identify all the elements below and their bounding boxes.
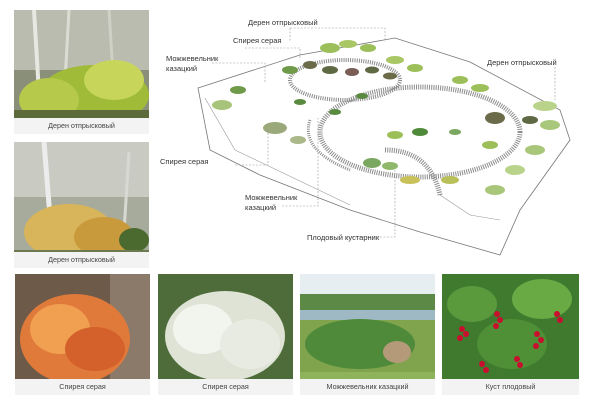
label-deren-top: Дерен отпрысковый (248, 18, 318, 27)
photo-deren-1-image (14, 10, 149, 134)
photo-caption: Спирея серая (158, 379, 293, 395)
photo-spirea-orange: Спирея серая (15, 274, 150, 395)
photo-deren-2: Дерен отпрысковый (14, 142, 149, 268)
shrub-group-center (387, 112, 538, 149)
photo-deren-1: Дерен отпрысковый (14, 10, 149, 134)
shrub-group-spirea-left (212, 100, 306, 144)
terrace-edge (204, 97, 351, 206)
site-outline (197, 37, 571, 256)
path-branch (384, 147, 443, 196)
photo-spirea-white-image (158, 274, 293, 395)
path-branch (307, 119, 351, 172)
shrub-group-juniper (230, 66, 368, 115)
photo-currant-image (442, 274, 579, 395)
label-juniper-top-2: казацкий (166, 64, 197, 73)
garden-plan: Дерен отпрысковый Спирея серая Можжевель… (160, 18, 571, 256)
leader-lines (212, 27, 556, 238)
upper-path (288, 58, 402, 102)
photo-caption: Дерен отпрысковый (14, 118, 149, 134)
photo-deren-2-image (14, 142, 149, 268)
label-fruit-shrub: Плодовый кустарник (307, 233, 380, 242)
photo-caption: Дерен отпрысковый (14, 252, 149, 268)
label-spirea-left: Спирея серая (160, 157, 208, 166)
photo-spirea-white: Спирея серая (158, 274, 293, 395)
shrub-group-fruit (363, 158, 459, 184)
photo-juniper-image (300, 274, 435, 395)
label-juniper-bottom-1: Можжевельник (245, 193, 298, 202)
photo-currant: Куст плодовый (442, 274, 579, 395)
shrub-group-dark (303, 61, 397, 80)
label-juniper-top-1: Можжевельник (166, 54, 219, 63)
photo-caption: Спирея серая (15, 379, 150, 395)
photo-juniper: Можжевельник казацкий (300, 274, 435, 395)
terrace-edge (439, 194, 501, 221)
circular-path (317, 84, 523, 180)
label-spirea-top: Спирея серая (233, 36, 281, 45)
photo-caption: Куст плодовый (442, 379, 579, 395)
label-deren-right: Дерен отпрысковый (487, 58, 557, 67)
photo-spirea-orange-image (15, 274, 150, 395)
shrub-group-deren-right (452, 76, 560, 195)
photo-caption: Можжевельник казацкий (300, 379, 435, 395)
shrub-group-deren-top (320, 40, 423, 72)
label-juniper-bottom-2: казацкий (245, 203, 276, 212)
